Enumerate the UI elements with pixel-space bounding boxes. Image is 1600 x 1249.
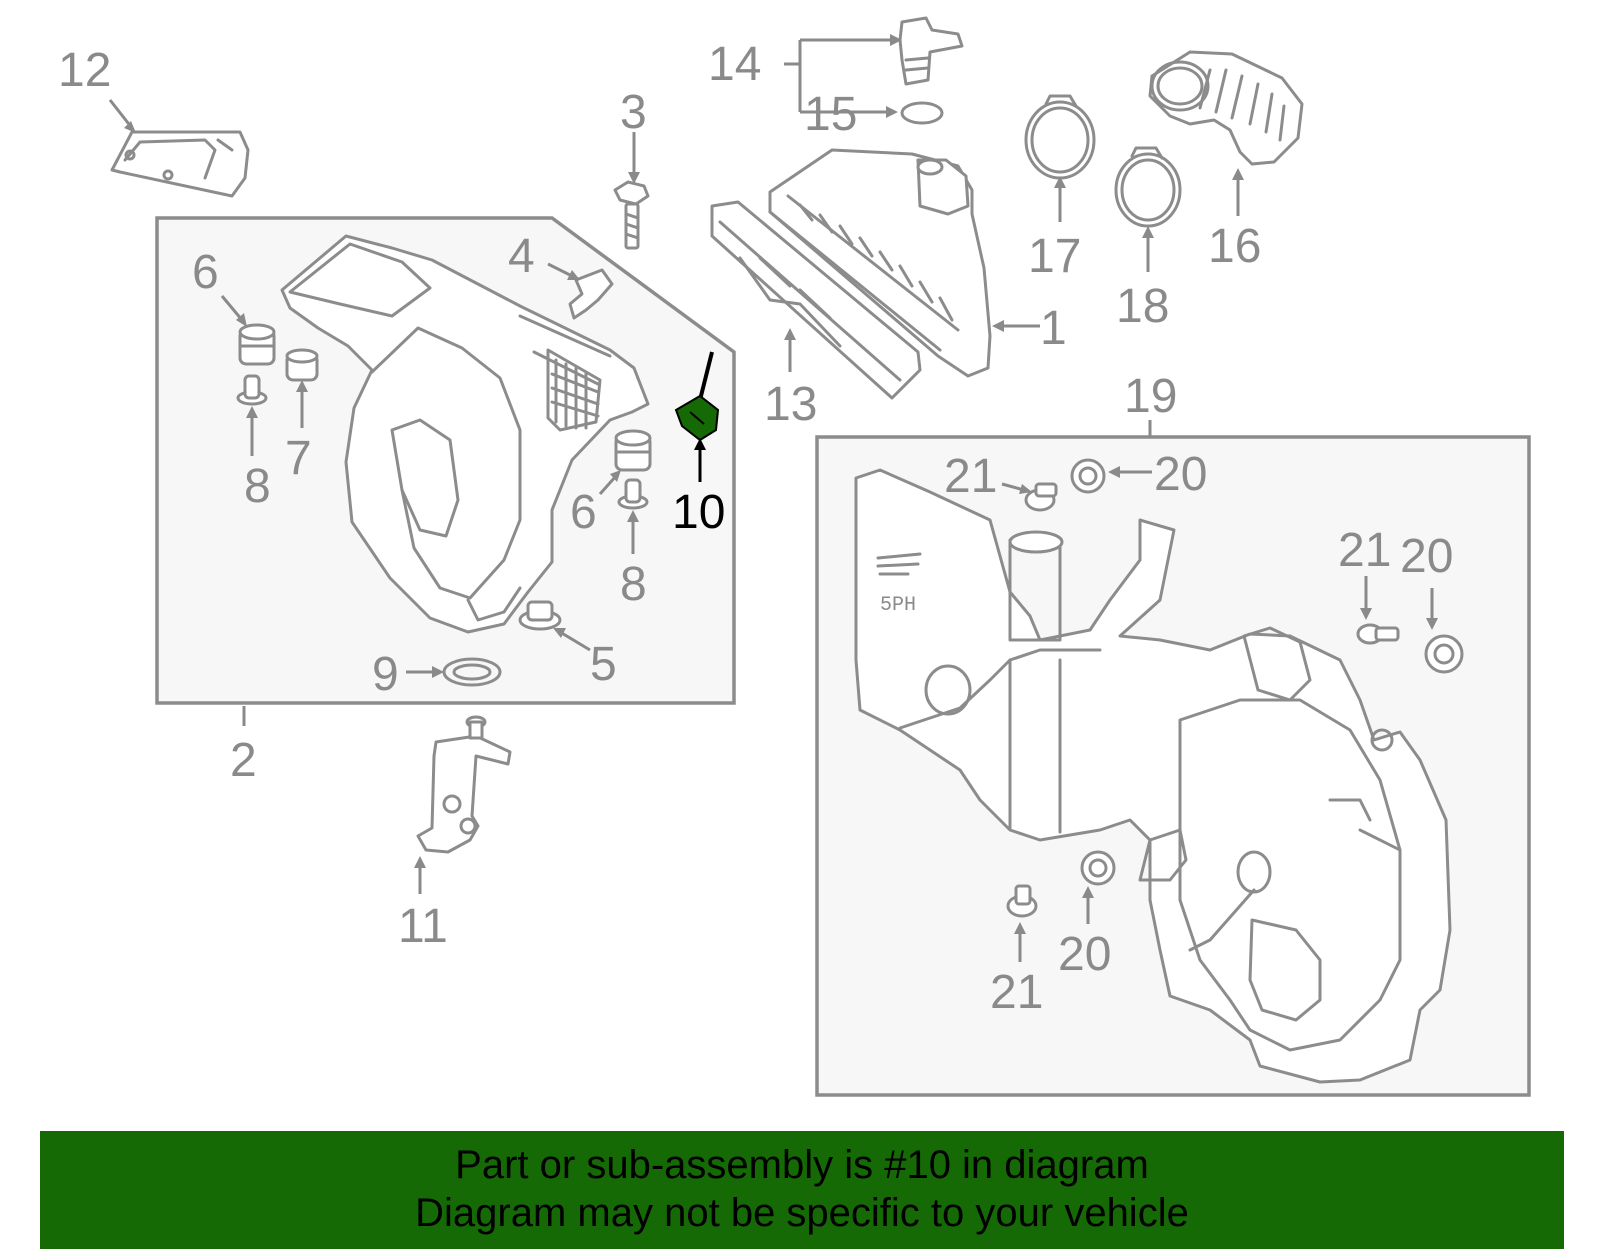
callout-13: 13 [764, 378, 817, 431]
callout-20-bottom: 20 [1058, 928, 1111, 981]
part-5-grommet [518, 600, 562, 631]
callout-16: 16 [1208, 220, 1261, 273]
part-3-bolt [613, 180, 650, 250]
callout-7: 7 [285, 432, 312, 485]
callout-11: 11 [398, 900, 448, 953]
part-13-filter-element [710, 200, 922, 400]
part-2-lower-housing [280, 234, 650, 634]
part-6-grommet-left [238, 323, 276, 366]
part-1-filter-lid [768, 148, 992, 378]
part-20-grommet-top [1070, 458, 1106, 494]
part-8-pin-right [617, 478, 649, 510]
callout-6-left: 6 [192, 246, 219, 299]
banner-line-disclaimer: Diagram may not be specific to your vehi… [415, 1191, 1189, 1235]
part-20-grommet-bottom [1080, 850, 1116, 886]
part-18-clamp [1114, 146, 1182, 228]
callout-1: 1 [1040, 302, 1067, 355]
part-12-bracket [110, 130, 250, 198]
callout-9: 9 [372, 648, 399, 701]
callout-4: 4 [508, 230, 535, 283]
part-14-sensor [898, 16, 964, 86]
callout-8-left: 8 [244, 460, 271, 513]
part-20-grommet-right [1424, 634, 1464, 674]
callout-21-bottom: 21 [990, 966, 1043, 1019]
banner-line-part: Part or sub-assembly is #10 in diagram [455, 1143, 1149, 1187]
info-banner: Part or sub-assembly is #10 in diagram D… [40, 1131, 1564, 1249]
callout-20-right: 20 [1400, 530, 1453, 583]
callout-10: 10 [672, 486, 725, 539]
callout-5: 5 [590, 638, 617, 691]
callout-20-top: 20 [1154, 448, 1207, 501]
part-16-intake-hose [1148, 50, 1304, 166]
part-7-grommet [285, 348, 319, 382]
part-15-oring [900, 101, 944, 125]
callout-17: 17 [1028, 230, 1081, 283]
part-8-pin-left [236, 374, 268, 406]
callout-8-right: 8 [620, 558, 647, 611]
callout-18: 18 [1116, 280, 1169, 333]
part-21-screw-top [1024, 482, 1058, 512]
part-6-grommet-right [614, 429, 652, 472]
part-21-screw-right [1356, 623, 1400, 645]
callout-labels: 12 3 14 15 17 18 16 4 6 7 8 6 8 10 1 13 … [58, 38, 1453, 1019]
part-21-screw-bottom [1006, 884, 1038, 918]
callout-2: 2 [230, 734, 257, 787]
callout-19: 19 [1124, 370, 1177, 423]
housing-marking: 5PH [880, 594, 916, 617]
callout-21-right: 21 [1338, 524, 1391, 577]
callout-6-right: 6 [570, 486, 597, 539]
part-19-housing: 5PH [854, 468, 1452, 1084]
part-11-bracket [416, 715, 512, 854]
callout-14: 14 [708, 38, 761, 91]
part-10-highlighted [674, 351, 720, 442]
callout-12: 12 [58, 44, 111, 97]
callout-21-top: 21 [944, 450, 997, 503]
callout-15: 15 [804, 88, 857, 141]
callout-3: 3 [620, 86, 647, 139]
part-17-clamp [1024, 94, 1096, 180]
leader-lines [108, 34, 1438, 962]
part-4-clip [568, 268, 614, 320]
